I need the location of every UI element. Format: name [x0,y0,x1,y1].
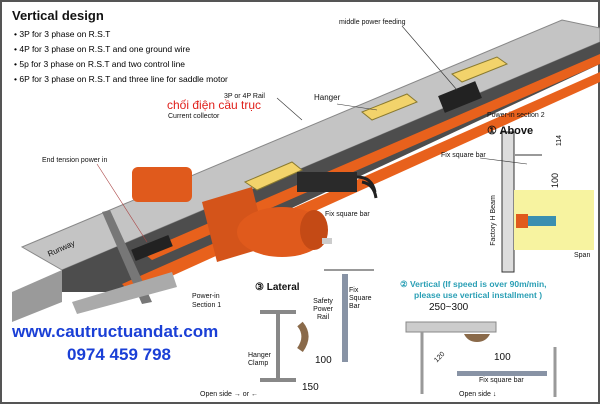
bullet-item: • 6P for 3 phase on R.S.T and three line… [14,74,228,84]
vertical-title-2: please use vertical installment ) [414,290,543,300]
span-label: Span [574,252,591,259]
lateral-fix-bar: Fix Square Bar [349,287,372,310]
dim-100-lateral: 100 [315,355,332,366]
lateral-title: ③ Lateral [255,282,300,293]
above-fix-bar: Fix square bar [441,152,486,159]
bullet-list: • 3P for 3 phase on R.S.T • 4P for 3 pha… [14,27,228,87]
hanger-2 [361,93,418,121]
above-title: ① Above [487,125,534,137]
hanger-clamp-label: Hanger Clamp [248,352,271,367]
fix-bar-label: Fix square bar [325,211,370,218]
safety-rail-label: Safety Power Rail [313,298,333,321]
vn-title: chối điện cầu trục [167,98,262,112]
vertical-rail [464,334,490,342]
leader-fix-above [479,157,528,165]
fix-square-bar-vertical [342,274,348,362]
vertical-fix-bar: Fix square bar [479,377,524,384]
end-tension-label: End tension power in [42,157,108,164]
collector-label: Current collector [168,113,220,120]
page-title: Vertical design [12,8,104,23]
hanger-label: Hanger [314,93,341,102]
factory-beam-label: Factory H Beam [489,195,497,246]
hanger-3 [451,56,509,83]
dim-150: 150 [302,382,319,393]
leader-rail [276,97,303,121]
vertical-beam [405,321,497,333]
leader-end-tension [96,163,148,243]
motor-end [300,210,328,250]
power-in-1-label: Power-in Section 1 [192,293,222,309]
end-clamp [131,234,173,262]
orange-plate [132,167,192,202]
dim-100-above: 100 [550,172,561,189]
leader-feeding [401,25,458,91]
motor-shaft [322,238,332,244]
middle-feeding-label: middle power feeding [339,19,406,26]
power-in-2-label: Power-in section 2 [487,112,545,119]
beam-bottom [12,270,62,322]
rail-label: 3P or 4P Rail [224,93,265,100]
cables [356,175,378,199]
motor-blue [528,216,556,226]
vertical-title-1: ② Vertical (If speed is over 90m/min, [400,279,547,289]
fix-square-bar-horizontal [457,371,547,376]
leader-hanger [336,103,378,111]
bullet-item: • 5p for 3 phase on R.S.T and two contro… [14,59,186,69]
dim-100-vertical: 100 [494,352,511,363]
lateral-rail [297,321,309,353]
end-bracket [102,210,152,304]
bullet-item: • 4P for 3 phase on R.S.T and one ground… [14,44,191,54]
dim-250-300: 250~300 [429,302,469,313]
vertical-open-side: Open side ↓ [459,391,497,398]
lateral-open-side: Open side → or ← [200,391,258,398]
beam-top-flange [20,19,600,271]
website-link[interactable]: www.cautructuandat.com [12,322,219,341]
dim-114: 114 [556,134,564,147]
end-plate [72,272,177,314]
bullet-item: • 3P for 3 phase on R.S.T [14,29,111,39]
factory-h-beam [501,131,515,273]
lateral-i-beam [260,310,296,382]
gearbox [516,214,528,228]
hanger-1 [243,161,303,191]
current-collector [297,172,357,192]
middle-feeding-box [438,81,482,113]
phone-number: 0974 459 798 [67,345,171,364]
